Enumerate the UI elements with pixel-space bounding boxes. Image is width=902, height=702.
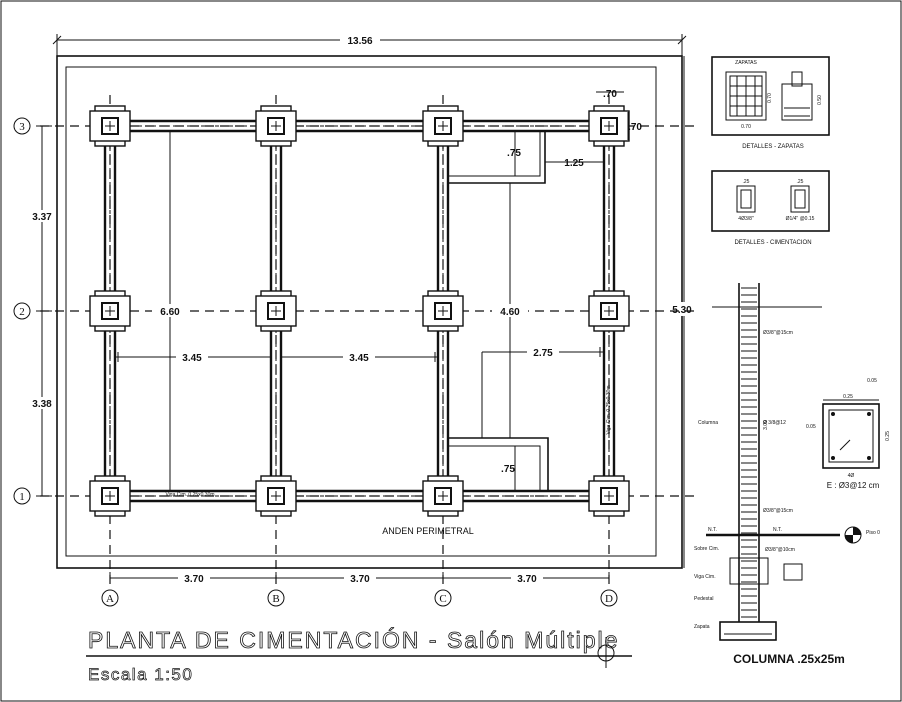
- dim-stair-width: 1.25: [564, 158, 584, 169]
- zapatas-dim-h: 0.70: [767, 93, 773, 103]
- dim-inner-span-1: 3.45: [182, 353, 202, 364]
- dim-stair-bottom: .75: [501, 464, 515, 475]
- beam-label-bottom: Viga Cim. 0.25x0.30m: [165, 492, 214, 498]
- details-cimentacion: .25 4Ø3/8" .25 Ø1/4" @0.15 DETALLES - CI…: [711, 170, 830, 246]
- cim-caption: DETALLES - CIMENTACION: [734, 240, 811, 246]
- foundation-plan: 13.56 5.30 3.37 3.38: [13, 34, 700, 607]
- plan-title-block: PLANTA DE CIMENTACIÓN - Salón Múltiple E…: [86, 627, 632, 684]
- column-title: COLUMNA .25x25m: [733, 652, 845, 666]
- axis-row-2: 2: [19, 306, 25, 318]
- dim-right-height: 5.30: [672, 305, 692, 316]
- col-label-zapata: Zapata: [694, 624, 710, 630]
- axis-col-b: B: [272, 593, 279, 605]
- section-stirrup: E : Ø3@12 cm: [827, 481, 880, 490]
- footing: [255, 290, 297, 332]
- column-axis-bubbles: A B C D: [101, 589, 618, 607]
- footing: [422, 475, 464, 517]
- footing: [422, 290, 464, 332]
- col-label-sobre-cim: Sobre Cim.: [694, 546, 719, 552]
- axis-col-d: D: [605, 593, 613, 605]
- stair-lower: .75: [448, 437, 549, 492]
- col-label-nt-right: N.T.: [773, 527, 782, 533]
- section-side-left: 0.05: [806, 424, 816, 430]
- dim-left-lower: 3.38: [32, 399, 52, 410]
- zapatas-header: ZAPATAS: [735, 60, 757, 66]
- dim-inner-span-3: 2.75: [533, 348, 553, 359]
- footing: [255, 105, 297, 147]
- stair-upper: .75 1.25: [448, 130, 604, 184]
- zapatas-caption: DETALLES - ZAPATAS: [742, 144, 804, 150]
- col-label-viga-cim: Viga Cim.: [694, 574, 716, 580]
- section-top-a: 0.05: [867, 378, 877, 384]
- footing: [89, 475, 131, 517]
- axis-row-1: 1: [19, 491, 25, 503]
- plan-scale: Escala 1:50: [88, 665, 193, 684]
- row-axis-bubbles: 3 2 1: [13, 117, 31, 505]
- col-label-columna: Columna: [698, 420, 718, 426]
- col-label-est-mid: Ø 3/8@12: [763, 420, 786, 426]
- col-label-est-base: Ø3/8"@10cm: [765, 547, 795, 553]
- axis-col-a: A: [106, 593, 114, 605]
- plan-title: PLANTA DE CIMENTACIÓN - Salón Múltiple: [88, 627, 619, 653]
- col-label-pedestal: Pedestal: [694, 596, 713, 602]
- details-zapatas: ZAPATAS 0.70 0.70 0.50 DETALLES - ZAPATA…: [711, 56, 830, 150]
- zapatas-dim-d: 0.50: [817, 95, 823, 105]
- section-side-right: 0.25: [885, 431, 891, 441]
- dim-span-bc: 3.70: [350, 574, 370, 585]
- footing: [422, 105, 464, 147]
- footing: [89, 105, 131, 147]
- column-detail: Ø3/8"@15cm Columna Ø 3/8@12 3.00 Ø3/8"@1…: [694, 283, 891, 666]
- dim-left-upper: 3.37: [32, 212, 52, 223]
- section-top-b: 0.25: [843, 394, 853, 400]
- col-label-est-top: Ø3/8"@15cm: [763, 330, 793, 336]
- dim-corner-h: .70: [628, 122, 642, 133]
- cim-label-a: .25: [743, 179, 750, 185]
- dim-span-cd: 3.70: [517, 574, 537, 585]
- interior-dimensions: 6.60 4.60 3.45 3.45 2.75: [115, 131, 604, 491]
- dim-inner-span-2: 3.45: [349, 353, 369, 364]
- footing: [89, 290, 131, 332]
- footing: [255, 475, 297, 517]
- dim-inner-height-1: 6.60: [160, 307, 180, 318]
- footing: [588, 290, 630, 332]
- beam-label-right: Viga Cim. 0.25x0.30m: [606, 385, 612, 434]
- dim-total-width: 13.56: [347, 36, 372, 47]
- dim-stair-top: .75: [507, 148, 521, 159]
- zapatas-dim-w: 0.70: [741, 124, 751, 130]
- cim-note-b: Ø1/4" @0.15: [786, 216, 815, 222]
- cim-note-a: 4Ø3/8": [738, 216, 754, 222]
- dim-inner-height-2: 4.60: [500, 307, 520, 318]
- dimension-bottom: 3.70 3.70 3.70: [109, 572, 610, 585]
- cim-label-b: .25: [797, 179, 804, 185]
- footing: [588, 475, 630, 517]
- axis-col-c: C: [439, 593, 446, 605]
- perimeter-label: ANDEN PERIMETRAL: [382, 526, 474, 536]
- corner-dimensions: .70 .70: [596, 89, 642, 140]
- axis-row-3: 3: [19, 121, 25, 133]
- col-label-piso: Piso 0: [866, 530, 880, 536]
- footing: [588, 105, 630, 147]
- dim-corner-w: .70: [603, 89, 617, 100]
- col-label-est-low: Ø3/8"@15cm: [763, 508, 793, 514]
- col-label-nt-left: N.T.: [708, 527, 717, 533]
- dimension-right-height: 5.30: [666, 56, 700, 568]
- dimension-total-width: 13.56: [52, 34, 687, 60]
- footings: [89, 105, 630, 517]
- col-label-height: 3.00: [763, 420, 769, 430]
- dim-span-ab: 3.70: [184, 574, 204, 585]
- section-bars: 4Ø: [848, 473, 855, 479]
